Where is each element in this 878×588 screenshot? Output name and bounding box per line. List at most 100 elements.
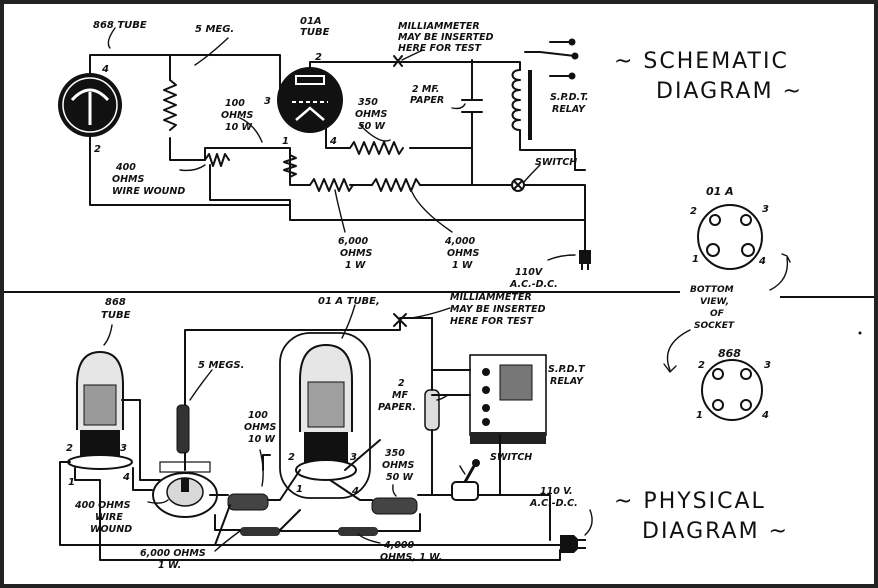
physical-868-pin2: 2	[66, 443, 73, 454]
pin-label-3: 3	[264, 96, 271, 107]
socket-arrow-down	[666, 329, 691, 371]
pin-label-2: 2	[94, 144, 101, 155]
label-100-3: 10 W	[225, 122, 253, 133]
socket-868-pin2: 2	[698, 360, 705, 371]
label-milliammeter-3: HERE FOR TEST	[398, 43, 483, 54]
label-350-1: 350	[358, 97, 378, 108]
label-100-2: OHMS	[221, 110, 253, 121]
socket-arrow-up	[769, 257, 789, 291]
label-01a: 01A	[300, 16, 322, 27]
resistor-6000	[309, 178, 354, 192]
socket-01a-pin1: 1	[692, 254, 699, 265]
pin-label-4: 4	[101, 64, 109, 75]
physical-label-350-1: 350	[385, 448, 405, 459]
physical-leaders	[103, 304, 593, 552]
physical-label-4000-2: OHMS, 1 W.	[380, 552, 442, 563]
schematic-resistors	[163, 79, 421, 192]
label-cap-2: PAPER	[410, 95, 444, 106]
physical-heading-2: DIAGRAM ~	[642, 519, 789, 544]
physical-diagram: 868 TUBE 01 A TUBE, MILLIAMMETER MAY BE …	[59, 292, 789, 571]
label-350-2: OHMS	[355, 109, 387, 120]
physical-01a-pin4: 4	[351, 486, 359, 497]
physical-label-6000-2: 1 W.	[158, 560, 181, 571]
label-cap-1: 2 MF.	[412, 84, 439, 95]
label-relay-1: S.P.D.T.	[550, 92, 589, 103]
physical-label-100-1: 100	[248, 410, 268, 421]
label-supply-2: A.C.-D.C.	[509, 279, 558, 290]
label-5-meg: 5 MEG.	[195, 24, 234, 35]
label-01a-tube: TUBE	[300, 27, 330, 38]
resistor-4000	[371, 178, 421, 192]
physical-label-switch: SWITCH	[490, 452, 532, 463]
physical-label-cap-2: MF	[392, 390, 408, 401]
label-868-tube: 868 TUBE	[93, 20, 147, 31]
physical-01a-pin3: 3	[350, 452, 357, 463]
socket-868-pin4: 4	[761, 410, 769, 421]
physical-label-350-2: OHMS	[382, 460, 414, 471]
socket-01a-pin4: 4	[758, 256, 766, 267]
physical-868-tube	[67, 350, 133, 470]
physical-label-milliammeter-1: MILLIAMMETER	[450, 292, 532, 303]
label-350-3: 50 W	[358, 121, 386, 132]
socket-01a-pin3: 3	[762, 204, 769, 215]
physical-label-cap-1: 2	[398, 378, 405, 389]
schematic-01a-tube	[277, 67, 343, 133]
physical-01a-pin2: 2	[288, 452, 295, 463]
physical-label-400-2: WIRE	[95, 512, 123, 523]
label-4000-1: 4,000	[444, 236, 475, 247]
resistor-400	[204, 153, 230, 167]
physical-label-5megs: 5 MEGS.	[198, 360, 244, 371]
physical-label-868: 868	[105, 297, 126, 308]
physical-868-pin3: 3	[120, 443, 127, 454]
label-6000-1: 6,000	[338, 236, 368, 247]
socket-01a-label: 01 A	[706, 185, 734, 198]
physical-label-relay-1: S.P.D.T	[548, 364, 586, 375]
label-400-1: 400	[115, 162, 136, 173]
physical-label-4000-1: 4,000	[383, 540, 414, 551]
schematic-leaders	[107, 27, 576, 261]
label-100-1: 100	[225, 98, 245, 109]
socket-868-pin1: 1	[696, 410, 703, 421]
physical-01a-tube	[279, 332, 371, 499]
physical-plug	[560, 535, 586, 553]
label-milliammeter-1: MILLIAMMETER	[398, 21, 480, 32]
socket-views: 01 A 2 3 1 4 868 2 3 1 4 BOTTOM VIEW, OF…	[663, 185, 862, 421]
schematic-diagram: 868 TUBE 5 MEG. 01A TUBE MILLIAMMETER MA…	[58, 16, 803, 290]
label-6000-3: 1 W	[345, 260, 366, 271]
label-4000-3: 1 W	[452, 260, 473, 271]
label-4000-2: OHMS	[447, 248, 479, 259]
physical-switch	[451, 459, 480, 501]
physical-heading-1: ~ PHYSICAL	[614, 489, 766, 514]
resistor-100	[283, 154, 297, 178]
schematic-heading-1: ~ SCHEMATIC	[614, 49, 789, 74]
physical-milliammeter-mark	[393, 313, 407, 327]
pin-label-2b: 2	[315, 52, 322, 63]
schematic-heading-2: DIAGRAM ~	[656, 79, 803, 104]
physical-868-pin4: 4	[122, 472, 130, 483]
schematic-capacitor	[461, 99, 483, 113]
physical-6000-resistor	[240, 527, 280, 536]
physical-wiring	[59, 317, 561, 561]
resistor-350	[349, 141, 404, 155]
physical-label-supply-1: 110 V.	[540, 486, 573, 497]
physical-label-supply-2: A.C.-D.C.	[529, 498, 578, 509]
schematic-plug	[579, 250, 591, 270]
physical-01a-pin1: 1	[296, 484, 303, 495]
label-milliammeter-2: MAY BE INSERTED	[398, 32, 494, 43]
physical-relay	[469, 354, 547, 444]
label-400-2: OHMS	[112, 174, 144, 185]
socket-01a	[697, 204, 763, 270]
socket-868	[701, 359, 763, 421]
socket-view-label-4: SOCKET	[694, 321, 735, 331]
schematic-switch	[511, 178, 525, 192]
physical-label-cap-3: PAPER.	[378, 402, 416, 413]
physical-100-resistor	[227, 493, 269, 511]
physical-label-6000-1: 6,000 OHMS	[140, 548, 206, 559]
socket-view-label-2: VIEW,	[700, 297, 729, 307]
socket-view-label-3: OF	[710, 309, 725, 319]
socket-01a-pin2: 2	[690, 206, 697, 217]
socket-868-label: 868	[718, 347, 741, 360]
